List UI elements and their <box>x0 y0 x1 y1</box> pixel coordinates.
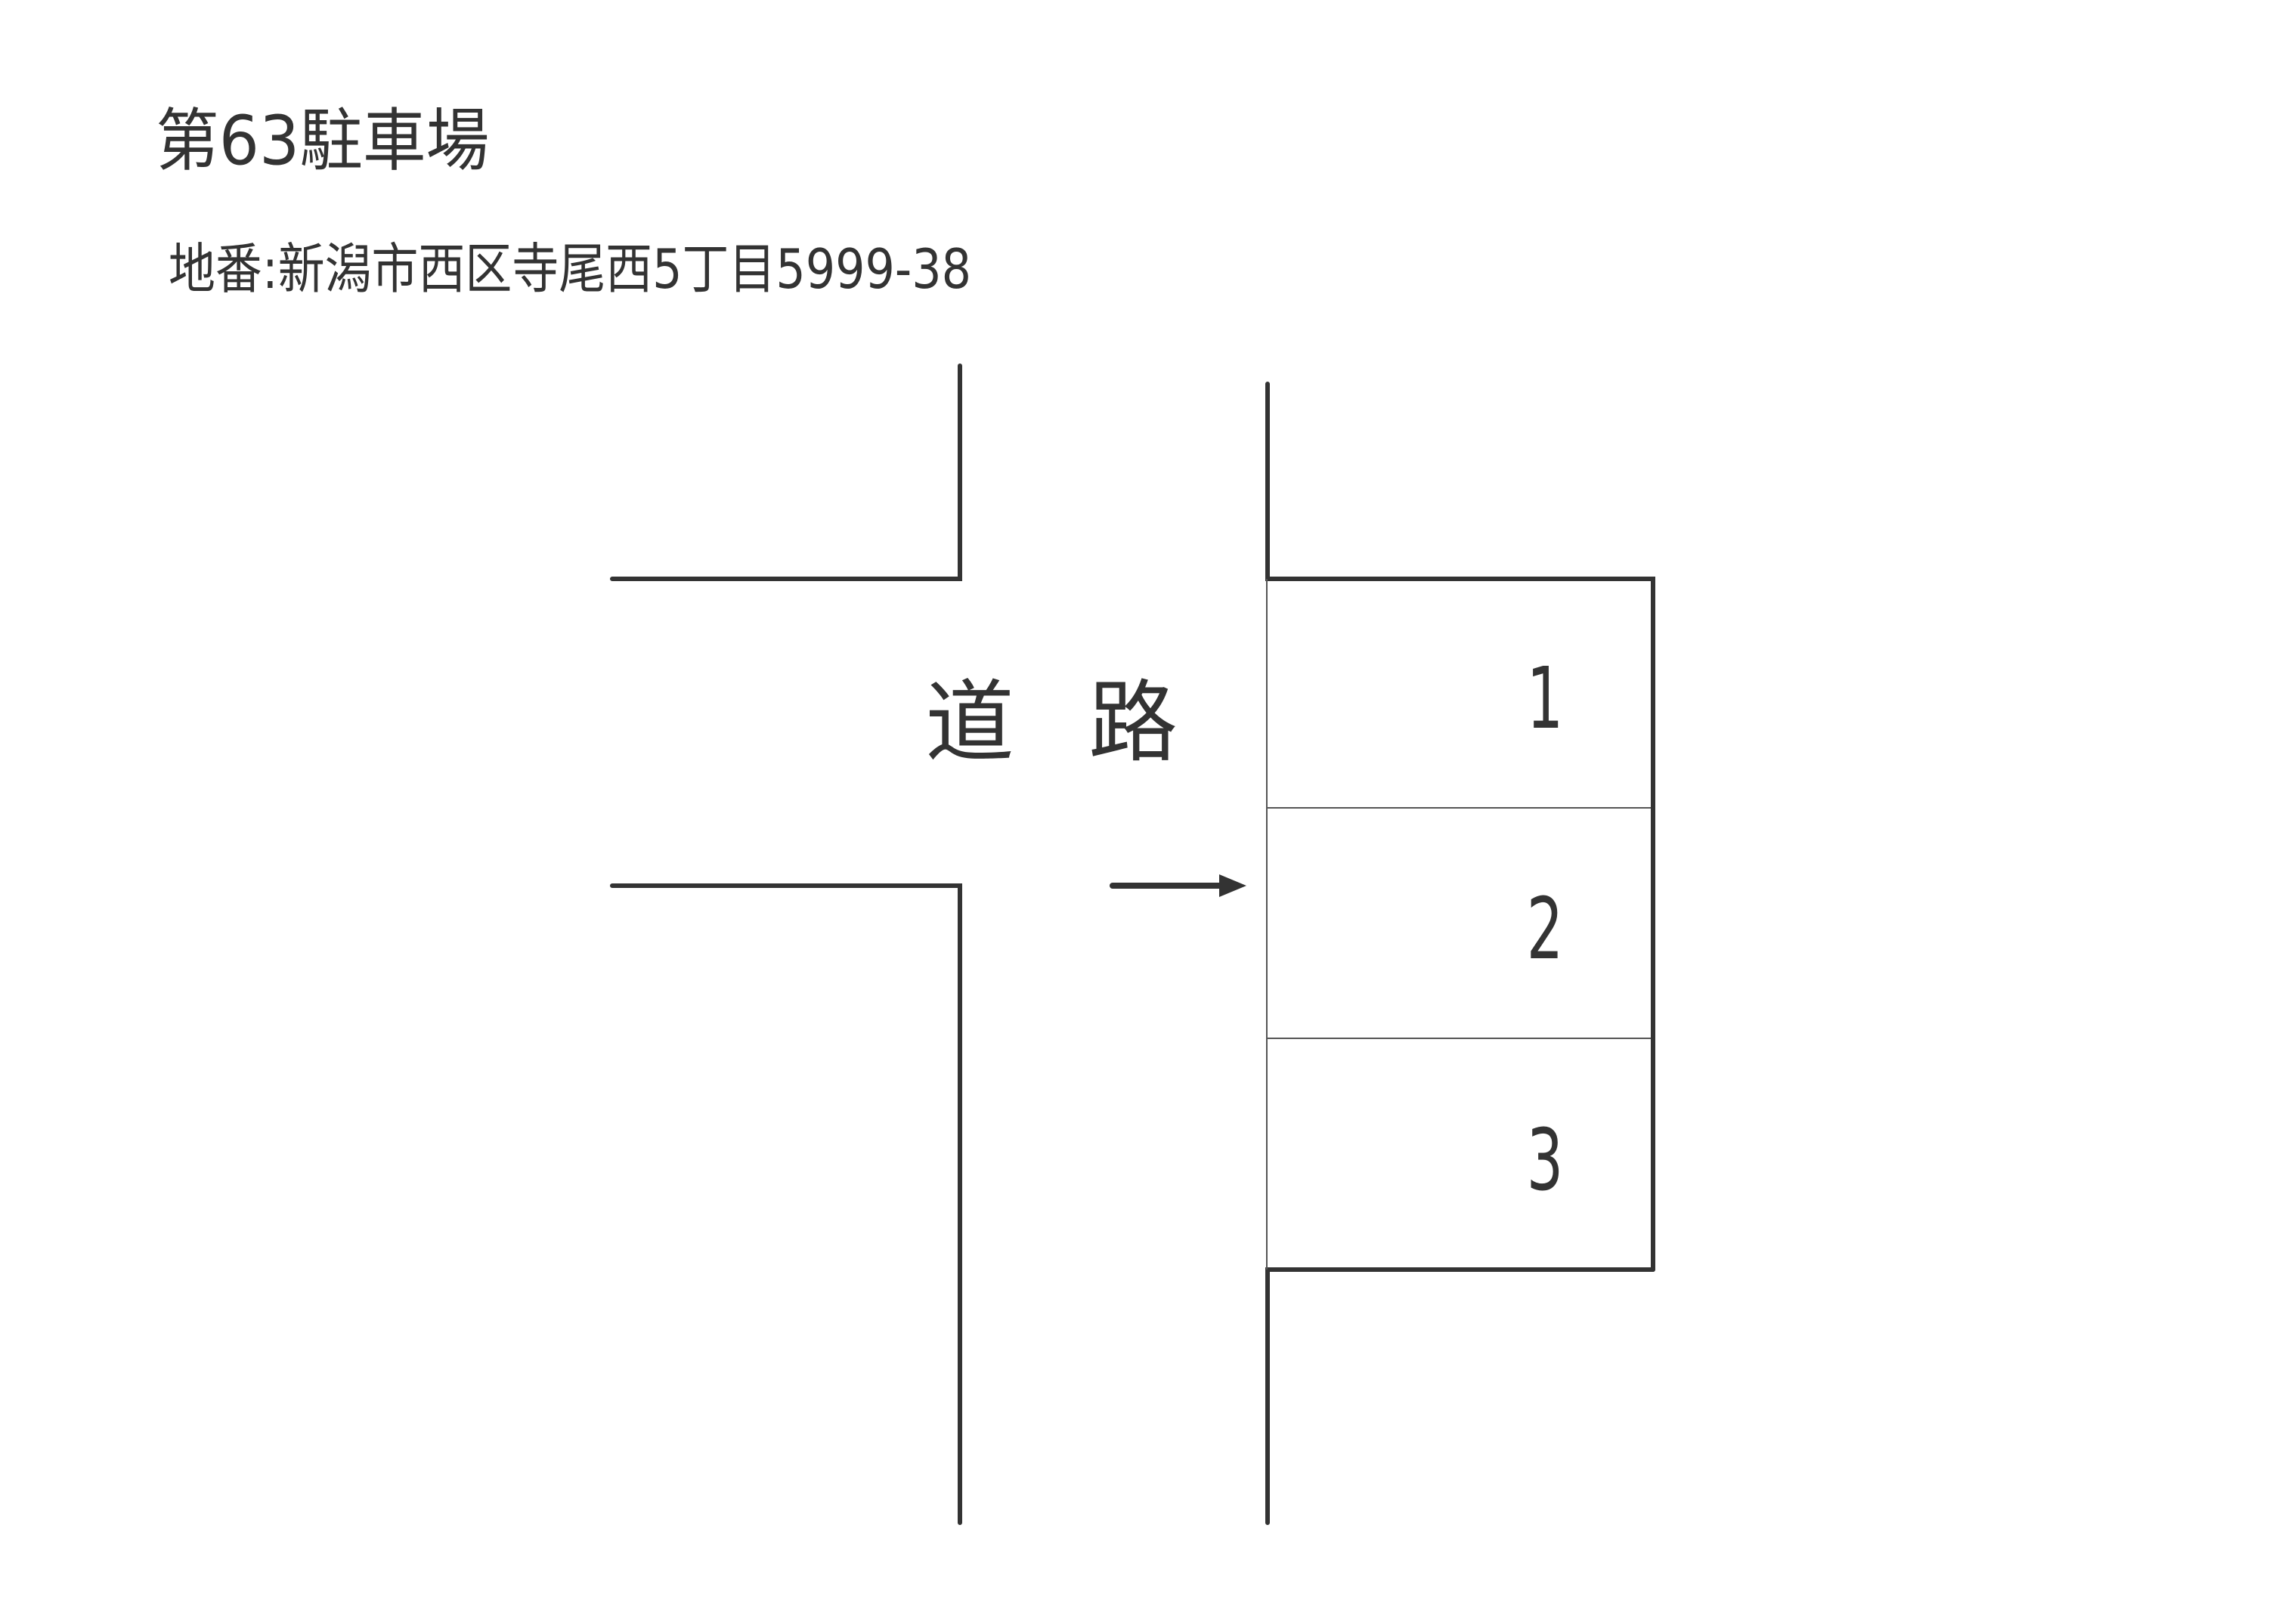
road-label-char-2: 路 <box>1088 670 1178 775</box>
parking-space-1-number: 1 <box>1526 650 1564 748</box>
parking-space-3-number: 3 <box>1526 1112 1564 1210</box>
page-title: 第63駐車場 <box>156 101 490 181</box>
arrow-right-icon <box>1110 874 1246 897</box>
parking-lot <box>1266 579 1651 1270</box>
road-edge-lower-left <box>610 883 962 1525</box>
road-edges <box>610 363 1655 1525</box>
road-label-char-1: 道 <box>925 670 1015 775</box>
parking-space-2-number: 2 <box>1526 880 1564 979</box>
road-edge-upper-right <box>1265 382 1655 1272</box>
road-edge-upper-left <box>610 363 962 581</box>
address-label: 地番 <box>169 237 262 301</box>
road-edge-lower-right <box>1265 1267 1655 1525</box>
address-value: 新潟市西区寺尾西5丁目5999-38 <box>277 237 972 301</box>
lot-address: 地番:新潟市西区寺尾西5丁目5999-38 <box>169 233 971 305</box>
address-separator: : <box>262 237 278 301</box>
